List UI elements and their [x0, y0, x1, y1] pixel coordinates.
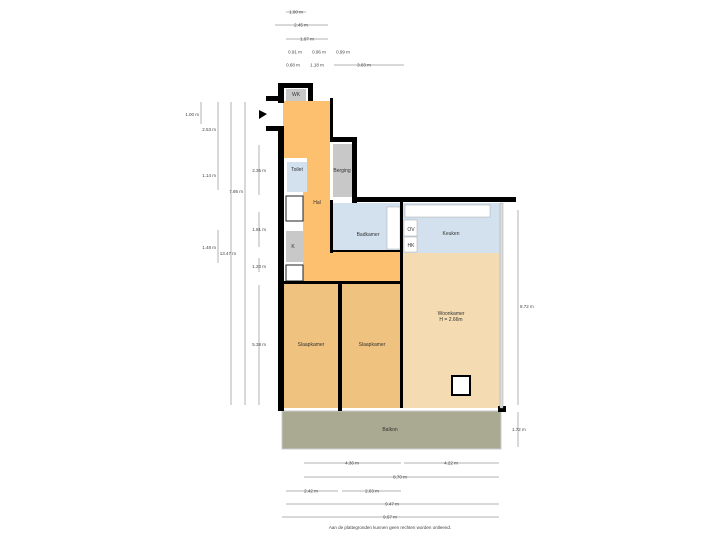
svg-text:1.72 m: 1.72 m	[512, 427, 526, 432]
column	[451, 375, 471, 396]
closet	[285, 195, 304, 222]
room-wk	[286, 89, 306, 101]
svg-text:8.72 m: 8.72 m	[520, 304, 534, 309]
dimensions-right: 8.72 m 1.72 m	[512, 210, 534, 447]
svg-text:9.47 m: 9.47 m	[385, 502, 399, 507]
room-balkon	[281, 410, 502, 450]
svg-text:1.14 m: 1.14 m	[202, 173, 216, 178]
svg-text:2.53 m: 2.53 m	[202, 127, 216, 132]
label-toilet: Toilet	[291, 167, 303, 173]
svg-text:2.63 m: 2.63 m	[365, 489, 379, 494]
window-facade	[499, 202, 504, 409]
svg-text:7.86 m: 7.86 m	[229, 189, 243, 194]
svg-text:1.48 m: 1.48 m	[202, 245, 216, 250]
shower	[386, 206, 401, 250]
svg-text:3.03 m: 3.03 m	[357, 63, 371, 68]
svg-text:4.22 m: 4.22 m	[444, 461, 458, 466]
room-slaapkamer-2	[342, 284, 402, 408]
svg-text:1.00 m: 1.00 m	[185, 112, 199, 117]
svg-text:5.38 m: 5.38 m	[252, 342, 266, 347]
svg-text:0.68 m: 0.68 m	[286, 63, 300, 68]
svg-text:13.47 m: 13.47 m	[220, 251, 237, 256]
label-hk: HK	[408, 243, 416, 249]
svg-text:1.20 m: 1.20 m	[252, 264, 266, 269]
label-ov: OV	[407, 227, 415, 233]
svg-text:4.36 m: 4.36 m	[345, 461, 359, 466]
room-ov	[403, 219, 418, 237]
label-woonkamer-height: H = 2.66m	[439, 317, 462, 323]
label-balkon: Balkon	[382, 427, 398, 433]
kitchen-counter	[404, 204, 491, 218]
svg-text:8.70 m: 8.70 m	[393, 475, 407, 480]
svg-text:1.18 m: 1.18 m	[310, 63, 324, 68]
label-k: K	[291, 244, 295, 250]
svg-text:1.81 m: 1.81 m	[252, 227, 266, 232]
label-badkamer: Badkamer	[357, 232, 380, 238]
dimensions-left: 1.00 m 2.53 m 1.14 m 1.48 m 7.86 m 13.47…	[185, 102, 266, 405]
label-wk: WK	[292, 92, 301, 98]
svg-text:2.36 m: 2.36 m	[252, 168, 266, 173]
room-slaapkamer-1	[283, 284, 339, 408]
entrance-arrow-icon	[259, 110, 267, 119]
svg-text:0.96 m: 0.96 m	[312, 50, 326, 55]
walls	[266, 83, 516, 412]
room-berging	[333, 144, 353, 197]
label-woonkamer: Woonkamer	[438, 311, 465, 317]
svg-text:1.97 m: 1.97 m	[300, 37, 314, 42]
label-berging: Berging	[333, 168, 350, 174]
room-hk	[403, 236, 418, 253]
room-toilet	[287, 162, 307, 192]
label-slaapkamer-1: Slaapkamer	[298, 342, 325, 348]
svg-text:1.00 m: 1.00 m	[289, 10, 303, 15]
label-keuken: Keuken	[443, 231, 460, 237]
svg-text:2.45 m: 2.45 m	[294, 23, 308, 28]
dimensions-top: 1.00 m 2.45 m 1.97 m 0.91 m 0.96 m 0.99 …	[275, 10, 404, 68]
label-hal: Hal	[313, 200, 321, 206]
svg-text:2.42 m: 2.42 m	[304, 489, 318, 494]
disclaimer: Aan de plattegronden kunnen geen rechten…	[329, 525, 451, 530]
closet	[285, 264, 304, 282]
dimensions-bottom: 4.36 m 4.22 m 8.70 m 2.42 m 2.63 m 9.47 …	[282, 461, 499, 520]
svg-text:9.67 m: 9.67 m	[383, 515, 397, 520]
svg-text:0.99 m: 0.99 m	[336, 50, 350, 55]
svg-text:0.91 m: 0.91 m	[288, 50, 302, 55]
room-k	[286, 231, 303, 262]
room-hal	[283, 101, 403, 282]
label-slaapkamer-2: Slaapkamer	[359, 342, 386, 348]
